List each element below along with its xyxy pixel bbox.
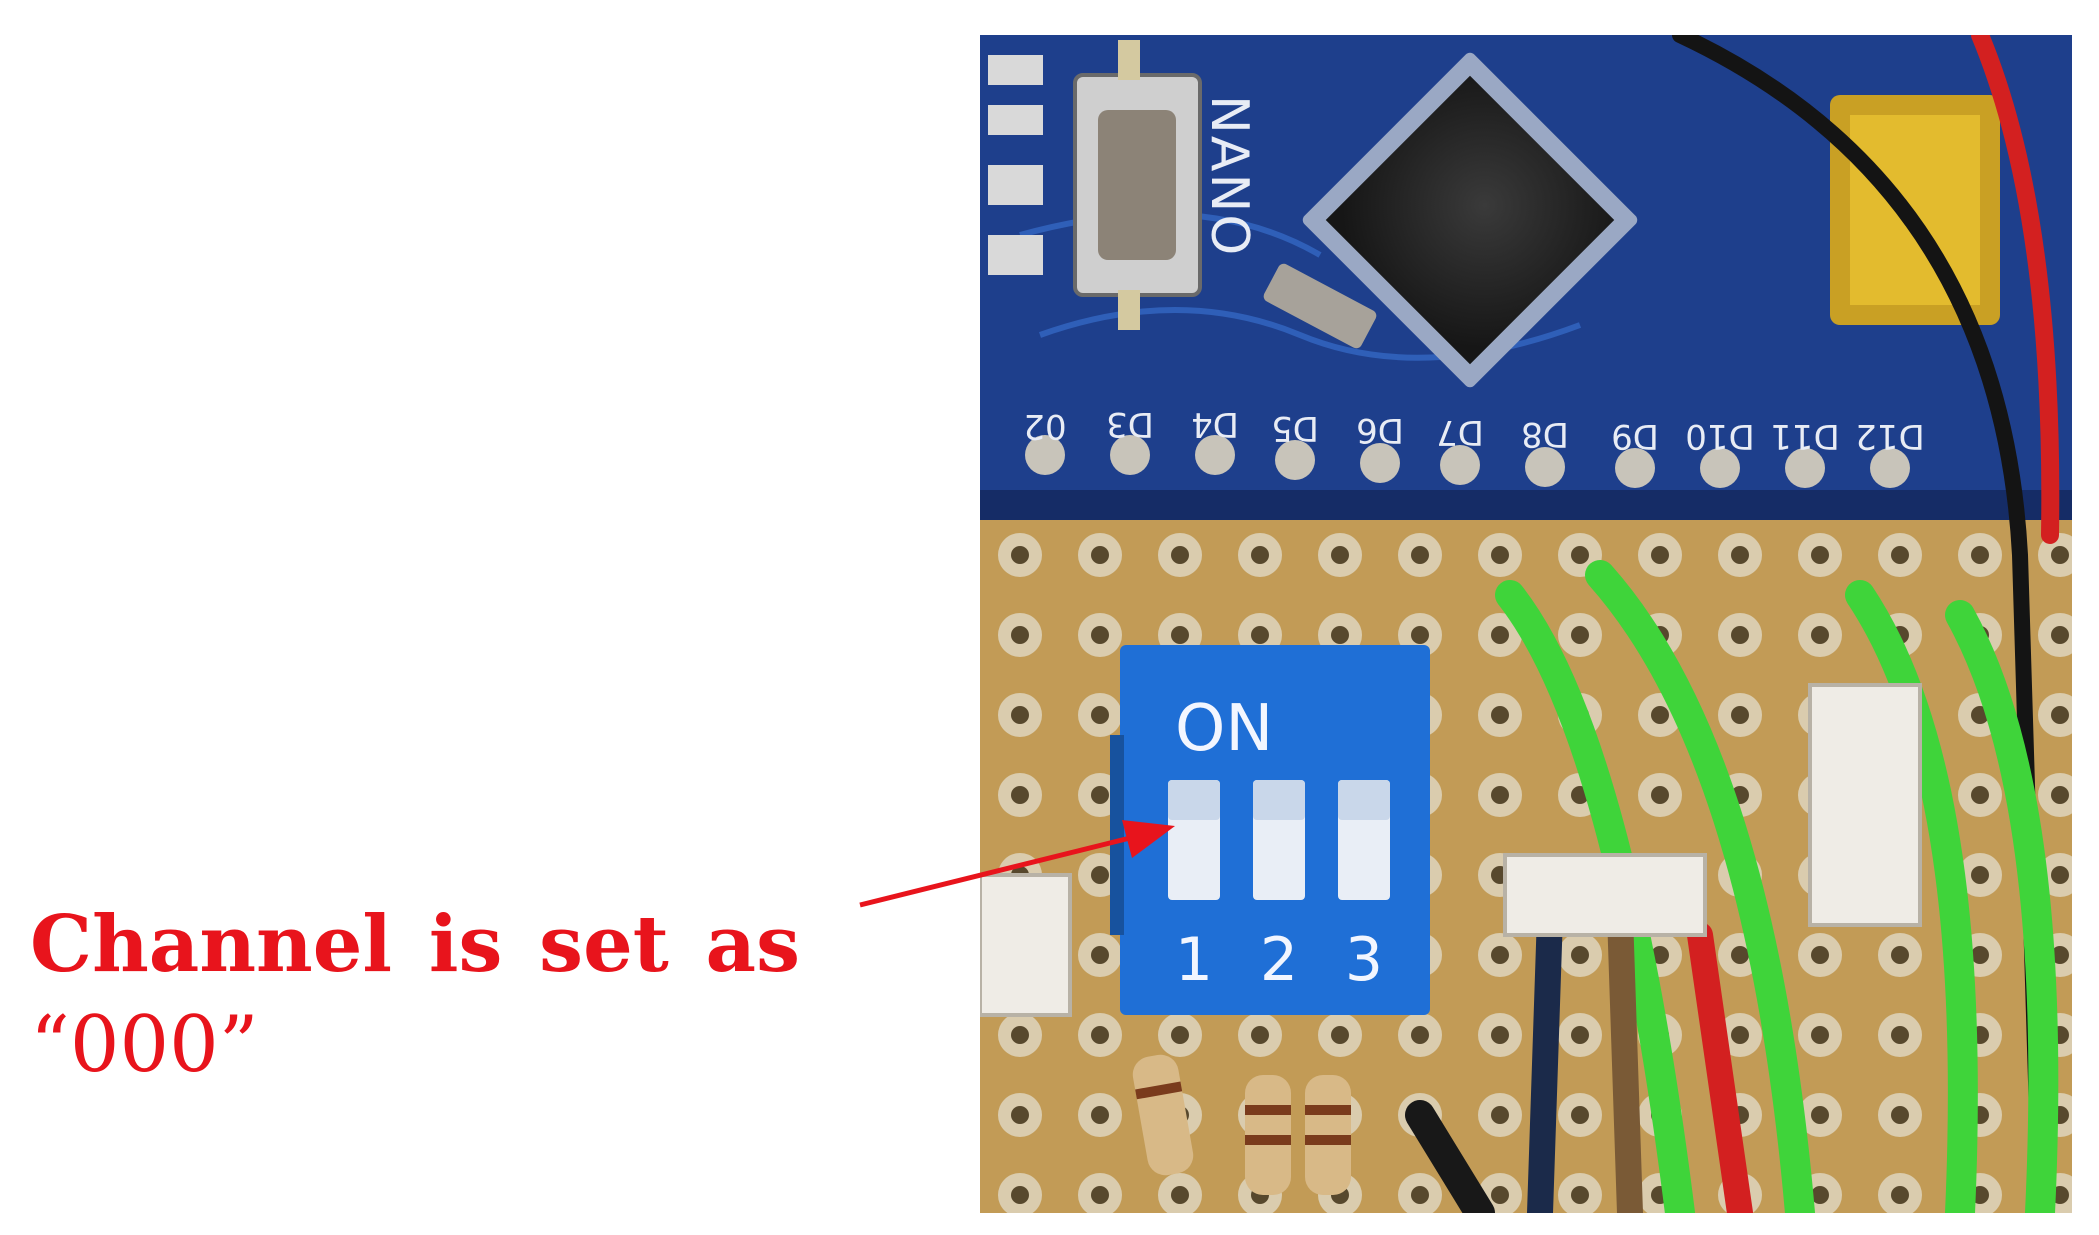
pin-label: D5 [1271,408,1319,448]
resistors [1132,1054,1351,1195]
pin-label: D11 [1770,416,1839,456]
dip-on-label: ON [1175,692,1273,766]
dip-switch-toggles [1168,780,1390,900]
pin-label: 02 [1023,406,1066,446]
circuit-photo: 02 D3 D4 D5 D6 D7 D8 D9 D10 D11 D12 NANO [980,35,2072,1213]
caption-line-1: Channel is set as [30,895,800,995]
caption-word-is: is [428,899,503,990]
dip-number-2: 2 [1260,925,1298,995]
board-name-label: NANO [1199,95,1259,257]
pin-label: D9 [1611,416,1659,456]
caption-value: “000” [30,1000,259,1090]
pin-label: D8 [1521,414,1569,454]
circuit-illustration: 02 D3 D4 D5 D6 D7 D8 D9 D10 D11 D12 NANO [980,35,2072,1213]
wires [1405,35,2060,1213]
pin-label: D6 [1356,410,1404,450]
dip-number-1: 1 [1175,925,1213,995]
pin-label: D7 [1436,412,1484,452]
pin-label: D10 [1685,416,1754,456]
pin-label: D3 [1106,404,1154,444]
arduino-nano-board: 02 D3 D4 D5 D6 D7 D8 D9 D10 D11 D12 NANO [980,35,2072,520]
caption-word-set: set [539,899,669,990]
pin-label: D4 [1191,404,1239,444]
caption-word-as: as [705,899,800,990]
pin-label: D12 [1855,416,1924,456]
dip-switch: ON 1 2 3 [1110,645,1430,1015]
dip-number-3: 3 [1345,925,1383,995]
annotation-caption: Channel is set as “000” [30,895,830,1095]
caption-word-channel: Channel [30,899,393,990]
